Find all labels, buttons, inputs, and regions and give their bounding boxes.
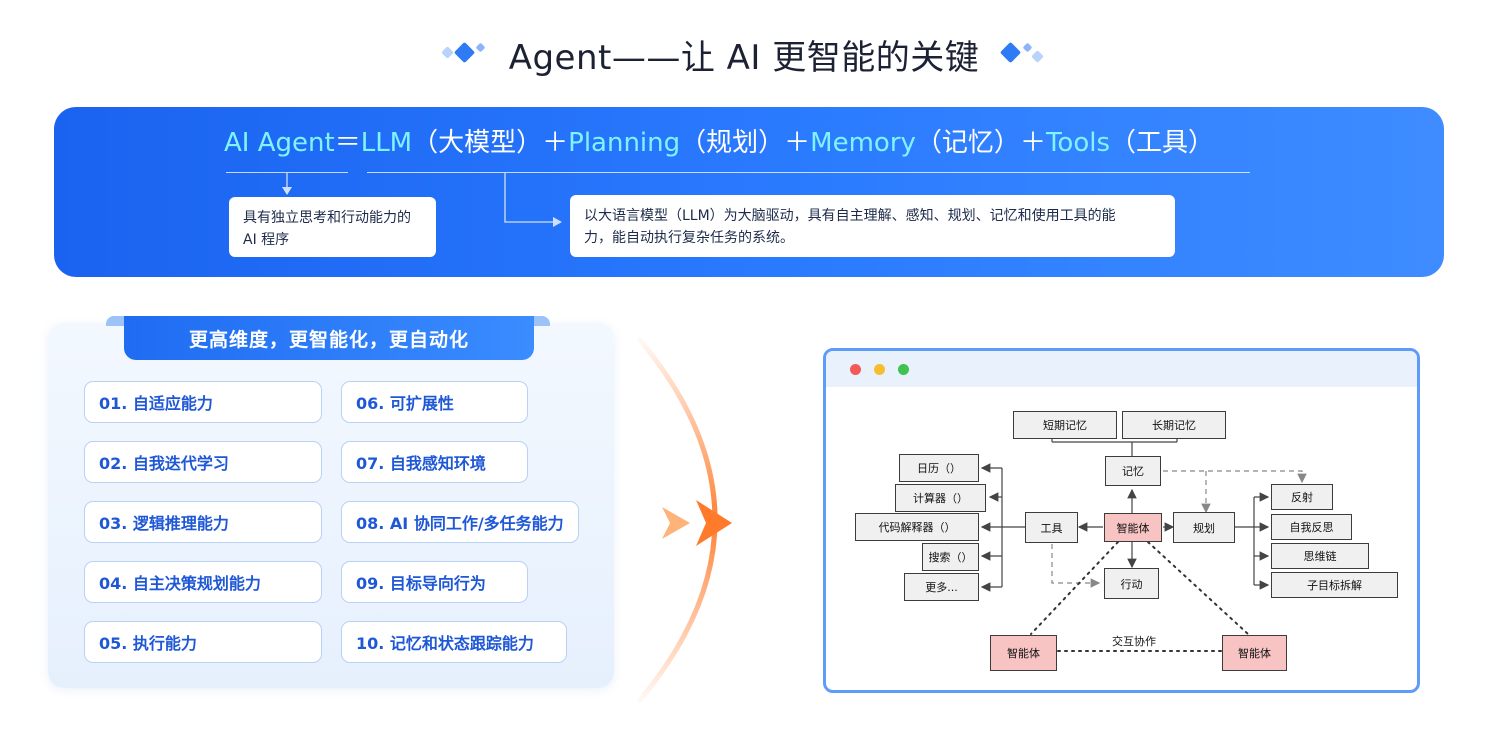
node-self-reflection: 自我反思: [1271, 514, 1352, 540]
node-short-term-memory: 短期记忆: [1013, 411, 1117, 439]
node-long-term-memory: 长期记忆: [1122, 411, 1226, 439]
formula-plus-2: ＋: [784, 128, 811, 158]
ribbon-wing-right: [530, 316, 550, 326]
node-calculator: 计算器（）: [895, 484, 986, 512]
capability-item: 06. 可扩展性: [341, 381, 528, 423]
capability-item: 07. 自我感知环境: [341, 441, 528, 483]
formula-memory-cn: （记忆）: [915, 128, 1020, 158]
node-code-interpreter: 代码解释器（）: [855, 513, 979, 541]
window-titlebar: [826, 351, 1417, 387]
capability-item: 03. 逻辑推理能力: [84, 501, 322, 543]
interaction-label: 交互协作: [1112, 635, 1156, 648]
title-row: Agent——让 AI 更智能的关键: [0, 30, 1488, 78]
formula-plus-3: ＋: [1019, 128, 1046, 158]
formula-ai-agent: AI Agent: [224, 128, 335, 158]
node-reflection: 反射: [1271, 484, 1333, 510]
agent-formula: AI Agent＝LLM（大模型）＋Planning（规划）＋Memory（记忆…: [224, 122, 1214, 159]
arrow-right-icon: [553, 217, 562, 227]
node-calendar: 日历（）: [899, 454, 979, 482]
maximize-dot-icon: [898, 364, 909, 375]
formula-equals: ＝: [334, 128, 361, 158]
formula-llm-cn: （大模型）: [412, 128, 543, 158]
node-agent: 智能体: [1104, 513, 1162, 542]
formula-memory: Memory: [810, 128, 916, 158]
agent-definition-note: 具有独立思考和行动能力的 AI 程序: [229, 197, 436, 257]
banner-connectors: [282, 173, 562, 227]
node-more: 更多...: [904, 573, 979, 601]
ribbon-wing-left: [106, 316, 126, 326]
node-planning: 规划: [1173, 512, 1235, 543]
formula-planning: Planning: [568, 128, 681, 158]
agent-diagram-edges: [980, 439, 1307, 652]
capability-item: 05. 执行能力: [84, 621, 322, 663]
formula-plus-1: ＋: [542, 128, 569, 158]
panel-heading: 更高维度，更智能化，更自动化: [124, 316, 534, 360]
capability-item: 04. 自主决策规划能力: [84, 561, 322, 603]
node-subgoal-decomposition: 子目标拆解: [1271, 572, 1398, 598]
capability-item: 08. AI 协同工作/多任务能力: [341, 501, 579, 543]
formula-tools: Tools: [1045, 128, 1111, 158]
close-dot-icon: [850, 364, 861, 375]
capability-item: 09. 目标导向行为: [341, 561, 528, 603]
page-title: Agent——让 AI 更智能的关键: [508, 37, 980, 78]
capability-item: 02. 自我迭代学习: [84, 441, 322, 483]
llm-definition-note: 以大语言模型（LLM）为大脑驱动，具有自主理解、感知、规划、记忆和使用工具的能 …: [570, 195, 1175, 257]
node-memory: 记忆: [1105, 456, 1161, 486]
chevron-right-icon: [696, 500, 732, 546]
capability-item: 01. 自适应能力: [84, 381, 322, 423]
underline-ai-agent: [226, 172, 348, 173]
diagram-window: 短期记忆 长期记忆 记忆 日历（） 计算器（） 代码解释器（） 搜索（） 更多.…: [823, 348, 1420, 693]
minimize-dot-icon: [874, 364, 885, 375]
node-agent-left: 智能体: [990, 635, 1057, 671]
formula-llm: LLM: [360, 128, 413, 158]
node-agent-right: 智能体: [1222, 635, 1287, 671]
arrow-down-icon: [282, 187, 292, 195]
formula-planning-cn: （规划）: [680, 128, 785, 158]
formula-tools-cn: （工具）: [1110, 128, 1215, 158]
node-tools: 工具: [1025, 512, 1078, 543]
node-action: 行动: [1104, 568, 1159, 599]
orange-arc-decoration: [637, 337, 732, 703]
node-chain-of-thought: 思维链: [1271, 543, 1369, 569]
capability-item: 10. 记忆和状态跟踪能力: [341, 621, 567, 663]
node-search: 搜索（）: [922, 543, 979, 571]
chevron-right-icon: [662, 507, 690, 539]
underline-components: [367, 172, 1250, 173]
